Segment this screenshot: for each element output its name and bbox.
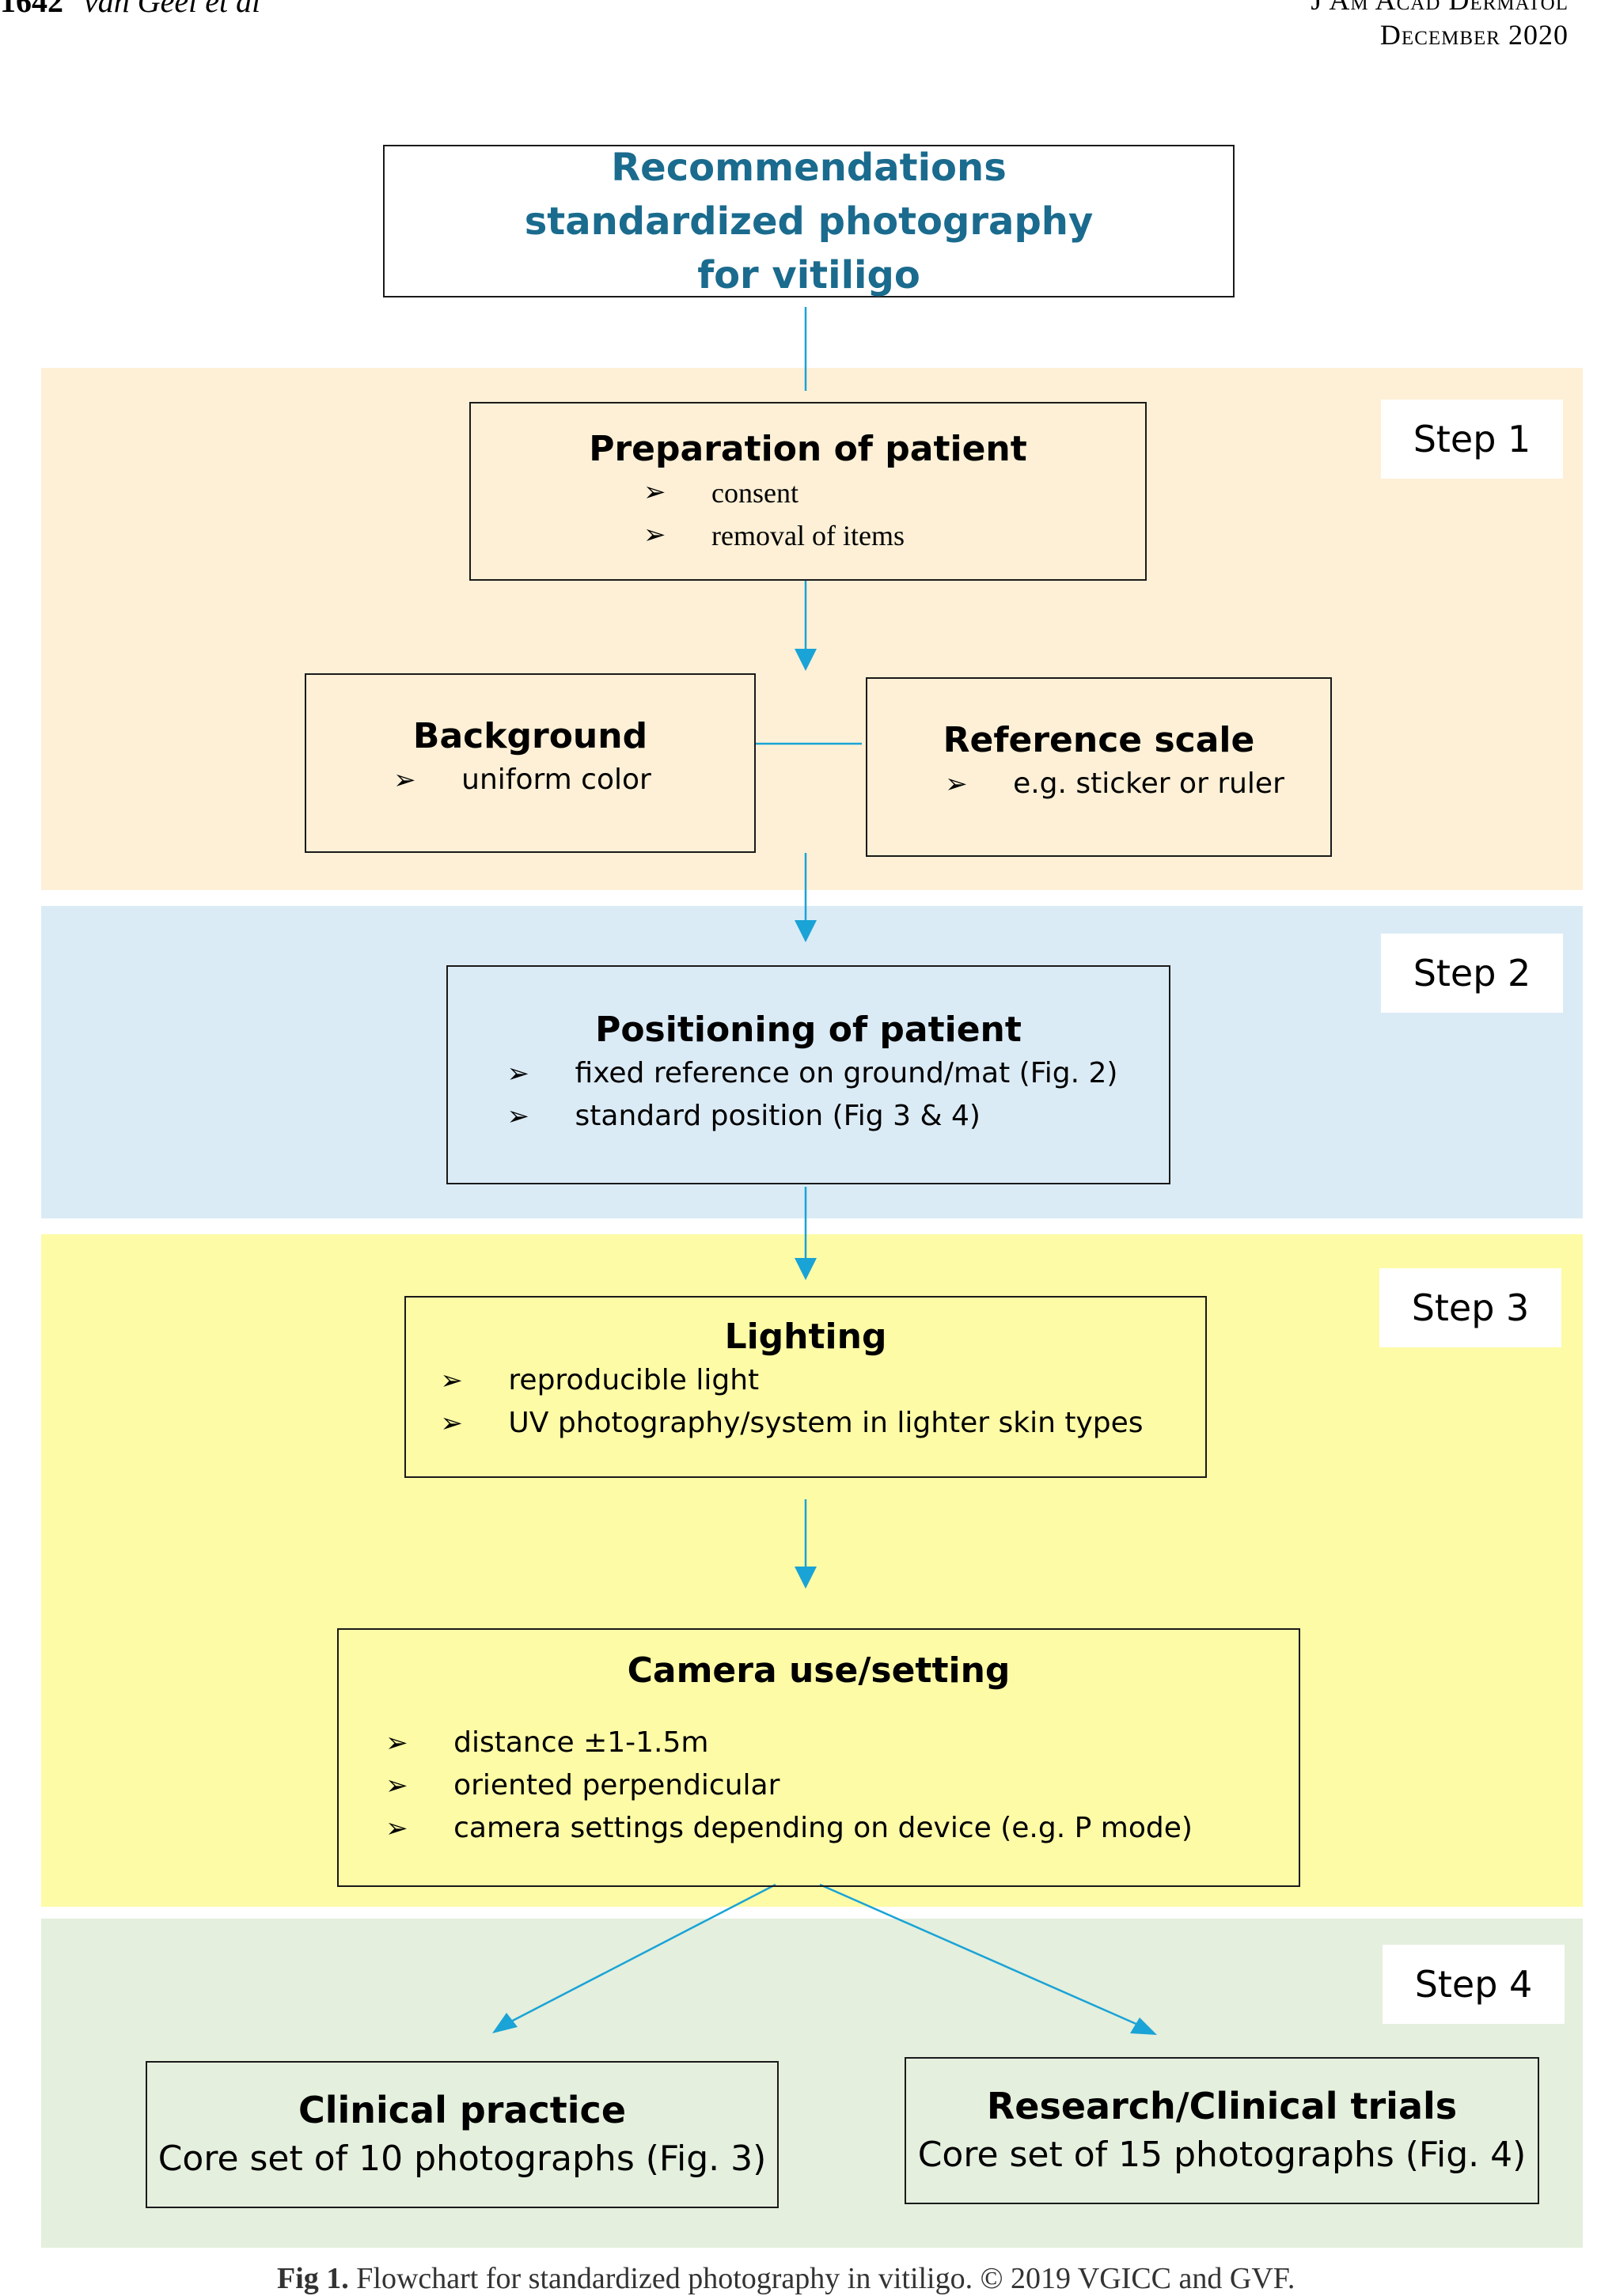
preparation-title: Preparation of patient — [589, 429, 1027, 469]
connector-camera-to-research — [819, 1883, 1140, 2027]
arrowhead-to-research — [1130, 2018, 1157, 2035]
arrowhead-to-positioning — [795, 920, 817, 942]
camera-item: ➢distance ±1-1.5m — [385, 1722, 1193, 1764]
preparation-box: Preparation of patient ➢consent ➢removal… — [469, 402, 1147, 581]
arrowhead-to-clinical — [492, 2013, 518, 2033]
lighting-box: Lighting ➢reproducible light ➢UV photogr… — [404, 1296, 1207, 1478]
positioning-list: ➢fixed reference on ground/mat (Fig. 2) … — [507, 1052, 1118, 1138]
research-trials-box: Research/Clinical trials Core set of 15 … — [905, 2057, 1539, 2204]
page-header-left: 1642 van Geel et al — [0, 0, 260, 20]
step3-label: Step 3 — [1379, 1268, 1561, 1347]
connector-camera-to-clinical — [506, 1883, 776, 2025]
positioning-box: Positioning of patient ➢fixed reference … — [446, 965, 1170, 1184]
preparation-item: ➢removal of items — [643, 514, 905, 557]
camera-box: Camera use/setting ➢distance ±1-1.5m ➢or… — [337, 1628, 1300, 1887]
reference-scale-title: Reference scale — [943, 720, 1255, 760]
bullet-arrow-icon: ➢ — [385, 1727, 408, 1759]
camera-list: ➢distance ±1-1.5m ➢oriented perpendicula… — [385, 1722, 1193, 1850]
positioning-item: ➢standard position (Fig 3 & 4) — [507, 1095, 1118, 1138]
lighting-title: Lighting — [724, 1317, 887, 1357]
camera-item: ➢camera settings depending on device (e.… — [385, 1807, 1193, 1850]
step4-label: Step 4 — [1383, 1945, 1565, 2024]
step2-band — [41, 906, 1583, 1218]
lighting-item: ➢UV photography/system in lighter skin t… — [440, 1402, 1143, 1445]
bullet-arrow-icon: ➢ — [643, 478, 666, 507]
journal-name: J Am Acad Dermatol — [1311, 0, 1569, 16]
step2-label: Step 2 — [1381, 934, 1563, 1013]
bullet-arrow-icon: ➢ — [506, 1058, 530, 1089]
figure-label: Fig 1. — [277, 2262, 349, 2295]
bullet-arrow-icon: ➢ — [506, 1101, 530, 1132]
reference-scale-list: ➢e.g. sticker or ruler — [945, 763, 1284, 805]
camera-item: ➢oriented perpendicular — [385, 1764, 1193, 1807]
research-trials-title: Research/Clinical trials — [986, 2085, 1458, 2127]
journal-issue: December 2020 — [1379, 19, 1569, 51]
bullet-arrow-icon: ➢ — [385, 1813, 408, 1844]
clinical-practice-box: Clinical practice Core set of 10 photogr… — [146, 2061, 779, 2208]
clinical-practice-title: Clinical practice — [298, 2089, 627, 2131]
reference-scale-item: ➢e.g. sticker or ruler — [945, 763, 1284, 805]
step1-band — [41, 368, 1583, 890]
positioning-item: ➢fixed reference on ground/mat (Fig. 2) — [507, 1052, 1118, 1095]
lighting-list: ➢reproducible light ➢UV photography/syst… — [440, 1359, 1143, 1445]
camera-title: Camera use/setting — [627, 1650, 1011, 1691]
positioning-title: Positioning of patient — [595, 1010, 1022, 1050]
bullet-arrow-icon: ➢ — [643, 521, 666, 550]
diagram-title-box: Recommendations standardized photography… — [383, 145, 1235, 297]
bullet-arrow-icon: ➢ — [393, 764, 416, 796]
bullet-arrow-icon: ➢ — [945, 768, 968, 800]
arrowhead-to-camera — [795, 1567, 817, 1589]
preparation-item: ➢consent — [643, 472, 905, 514]
page-number: 1642 — [0, 0, 63, 19]
bullet-arrow-icon: ➢ — [440, 1365, 463, 1396]
preparation-list: ➢consent ➢removal of items — [643, 472, 905, 557]
clinical-practice-subtitle: Core set of 10 photographs (Fig. 3) — [157, 2139, 767, 2179]
arrowhead-to-lighting — [795, 1258, 817, 1280]
step4-band — [41, 1919, 1583, 2248]
page-header-right: J Am Acad Dermatol December 2020 — [1311, 0, 1569, 52]
diagram-title: Recommendations standardized photography… — [524, 145, 1094, 297]
arrowhead-to-background-split — [795, 649, 817, 671]
background-title: Background — [412, 716, 648, 756]
research-trials-subtitle: Core set of 15 photographs (Fig. 4) — [917, 2135, 1527, 2175]
figure-caption: Fig 1. Flowchart for standardized photog… — [277, 2261, 1295, 2296]
running-authors: van Geel et al — [84, 0, 261, 19]
lighting-item: ➢reproducible light — [440, 1359, 1143, 1402]
bullet-arrow-icon: ➢ — [440, 1408, 463, 1439]
bullet-arrow-icon: ➢ — [385, 1770, 408, 1802]
background-list: ➢uniform color — [393, 759, 651, 801]
background-item: ➢uniform color — [393, 759, 651, 801]
figure-caption-text: Flowchart for standardized photography i… — [356, 2262, 1295, 2295]
reference-scale-box: Reference scale ➢e.g. sticker or ruler — [866, 677, 1332, 857]
step1-label: Step 1 — [1381, 400, 1563, 479]
background-box: Background ➢uniform color — [305, 673, 756, 853]
